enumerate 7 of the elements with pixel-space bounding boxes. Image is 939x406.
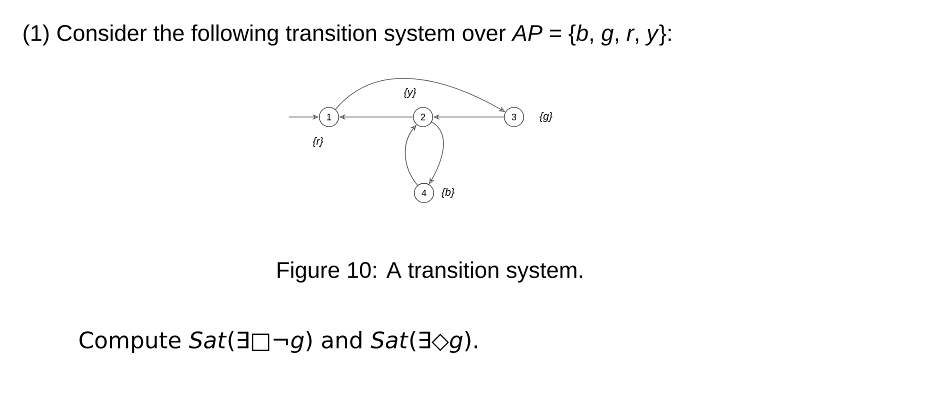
state-label: {b}: [442, 188, 454, 198]
question-text: Compute Sat(∃□¬g) and Sat(∃◇g).: [80, 331, 477, 353]
state-label: {g}: [540, 112, 552, 122]
state-label: {y}: [404, 88, 416, 98]
question-text: (1) Consider the following transition system over AP = {b, g, r, y}:: [24, 24, 671, 46]
figure-caption: Figure 10: A transition system.: [278, 261, 582, 283]
state-label: {r}: [312, 137, 324, 147]
